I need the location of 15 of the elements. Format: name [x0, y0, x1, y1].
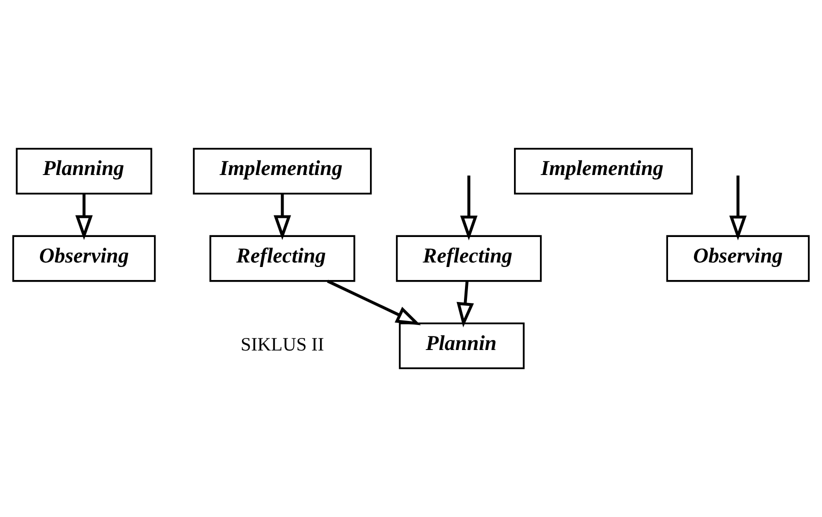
arrow	[729, 176, 747, 240]
arrow	[326, 280, 421, 326]
node-box: Reflecting	[209, 235, 356, 282]
arrow	[456, 281, 474, 328]
node-box: Implementing	[514, 148, 693, 194]
arrow	[274, 194, 292, 240]
node-box: Planning	[16, 148, 152, 194]
arrow	[460, 176, 478, 240]
node-box: Observing	[666, 235, 810, 282]
arrow	[75, 194, 93, 240]
node-box: Implementing	[192, 148, 372, 194]
node-box: Plannin	[398, 322, 525, 370]
label: SIKLUS II	[240, 334, 324, 356]
node-box: Reflecting	[396, 235, 542, 282]
node-box: Observing	[12, 235, 156, 282]
